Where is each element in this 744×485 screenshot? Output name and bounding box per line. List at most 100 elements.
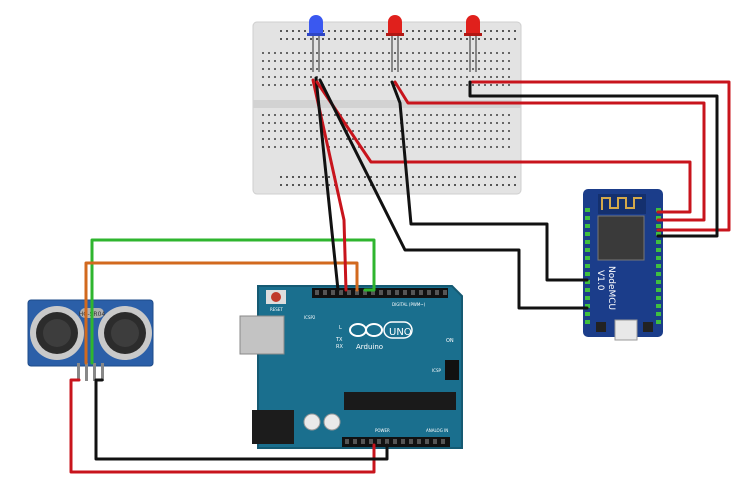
breadboard-hole <box>430 146 432 148</box>
breadboard-hole <box>430 184 432 186</box>
breadboard-hole <box>466 76 468 78</box>
breadboard-hole <box>310 114 312 116</box>
breadboard-hole <box>268 52 270 54</box>
breadboard-hole <box>454 122 456 124</box>
breadboard-hole <box>484 176 486 178</box>
arduino-pin <box>355 290 359 295</box>
breadboard-hole <box>328 114 330 116</box>
breadboard-hole <box>484 52 486 54</box>
breadboard-hole <box>508 52 510 54</box>
breadboard-hole <box>490 68 492 70</box>
breadboard-hole <box>376 76 378 78</box>
breadboard-hole <box>292 38 294 40</box>
breadboard-hole <box>484 130 486 132</box>
breadboard-hole <box>298 114 300 116</box>
breadboard-hole <box>292 146 294 148</box>
arduino-pin <box>353 439 357 444</box>
breadboard-hole <box>364 76 366 78</box>
breadboard-hole <box>268 68 270 70</box>
breadboard-hole <box>472 60 474 62</box>
breadboard-hole <box>334 114 336 116</box>
breadboard-hole <box>394 60 396 62</box>
breadboard-hole <box>460 76 462 78</box>
breadboard-hole <box>310 176 312 178</box>
breadboard-hole <box>322 184 324 186</box>
breadboard-hole <box>364 38 366 40</box>
breadboard-hole <box>466 84 468 86</box>
nodemcu-pin <box>585 304 590 308</box>
breadboard-hole <box>496 184 498 186</box>
breadboard-hole <box>298 30 300 32</box>
breadboard-hole <box>436 176 438 178</box>
breadboard-hole <box>382 76 384 78</box>
breadboard-hole <box>310 122 312 124</box>
breadboard-hole <box>502 60 504 62</box>
breadboard-hole <box>304 60 306 62</box>
nodemcu-pin <box>656 312 661 316</box>
breadboard-hole <box>400 60 402 62</box>
breadboard-hole <box>328 122 330 124</box>
breadboard-hole <box>358 130 360 132</box>
breadboard-hole <box>400 52 402 54</box>
breadboard-hole <box>358 76 360 78</box>
breadboard-hole <box>508 68 510 70</box>
breadboard-hole <box>370 138 372 140</box>
breadboard-hole <box>490 184 492 186</box>
breadboard-hole <box>352 122 354 124</box>
breadboard-hole <box>286 68 288 70</box>
breadboard-hole <box>340 138 342 140</box>
breadboard-hole <box>322 68 324 70</box>
breadboard-hole <box>448 30 450 32</box>
breadboard-hole <box>280 30 282 32</box>
breadboard-hole <box>418 84 420 86</box>
breadboard-hole <box>340 30 342 32</box>
breadboard-hole <box>508 30 510 32</box>
breadboard-hole <box>388 38 390 40</box>
nodemcu-pin <box>585 224 590 228</box>
breadboard-hole <box>412 122 414 124</box>
breadboard-hole <box>352 138 354 140</box>
breadboard-hole <box>334 30 336 32</box>
breadboard-hole <box>298 38 300 40</box>
breadboard-hole <box>478 52 480 54</box>
breadboard-hole <box>394 114 396 116</box>
breadboard-hole <box>508 176 510 178</box>
breadboard-hole <box>370 52 372 54</box>
breadboard-hole <box>340 84 342 86</box>
breadboard-hole <box>496 52 498 54</box>
arduino-pin <box>331 290 335 295</box>
breadboard-holes <box>262 30 516 186</box>
breadboard-hole <box>340 76 342 78</box>
breadboard-hole <box>406 146 408 148</box>
breadboard-hole <box>418 146 420 148</box>
breadboard-hole <box>298 130 300 132</box>
breadboard-hole <box>400 138 402 140</box>
breadboard-hole <box>262 52 264 54</box>
breadboard-hole <box>328 38 330 40</box>
breadboard-hole <box>412 38 414 40</box>
breadboard-hole <box>496 76 498 78</box>
breadboard-hole <box>346 52 348 54</box>
breadboard-hole <box>298 68 300 70</box>
breadboard-hole <box>382 60 384 62</box>
breadboard-hole <box>292 130 294 132</box>
breadboard-hole <box>424 30 426 32</box>
arduino-pin <box>369 439 373 444</box>
breadboard-hole <box>328 30 330 32</box>
breadboard-hole <box>478 176 480 178</box>
breadboard-hole <box>466 184 468 186</box>
breadboard-hole <box>502 84 504 86</box>
rx-label: RX <box>336 344 343 350</box>
breadboard-hole <box>286 30 288 32</box>
arduino-pin <box>385 439 389 444</box>
wire-sensor-vcc <box>69 378 376 474</box>
breadboard-hole <box>496 122 498 124</box>
arduino-pin <box>379 290 383 295</box>
breadboard-hole <box>508 114 510 116</box>
breadboard-hole <box>346 38 348 40</box>
breadboard-hole <box>376 30 378 32</box>
breadboard-hole <box>442 122 444 124</box>
breadboard-hole <box>454 38 456 40</box>
breadboard-hole <box>334 130 336 132</box>
